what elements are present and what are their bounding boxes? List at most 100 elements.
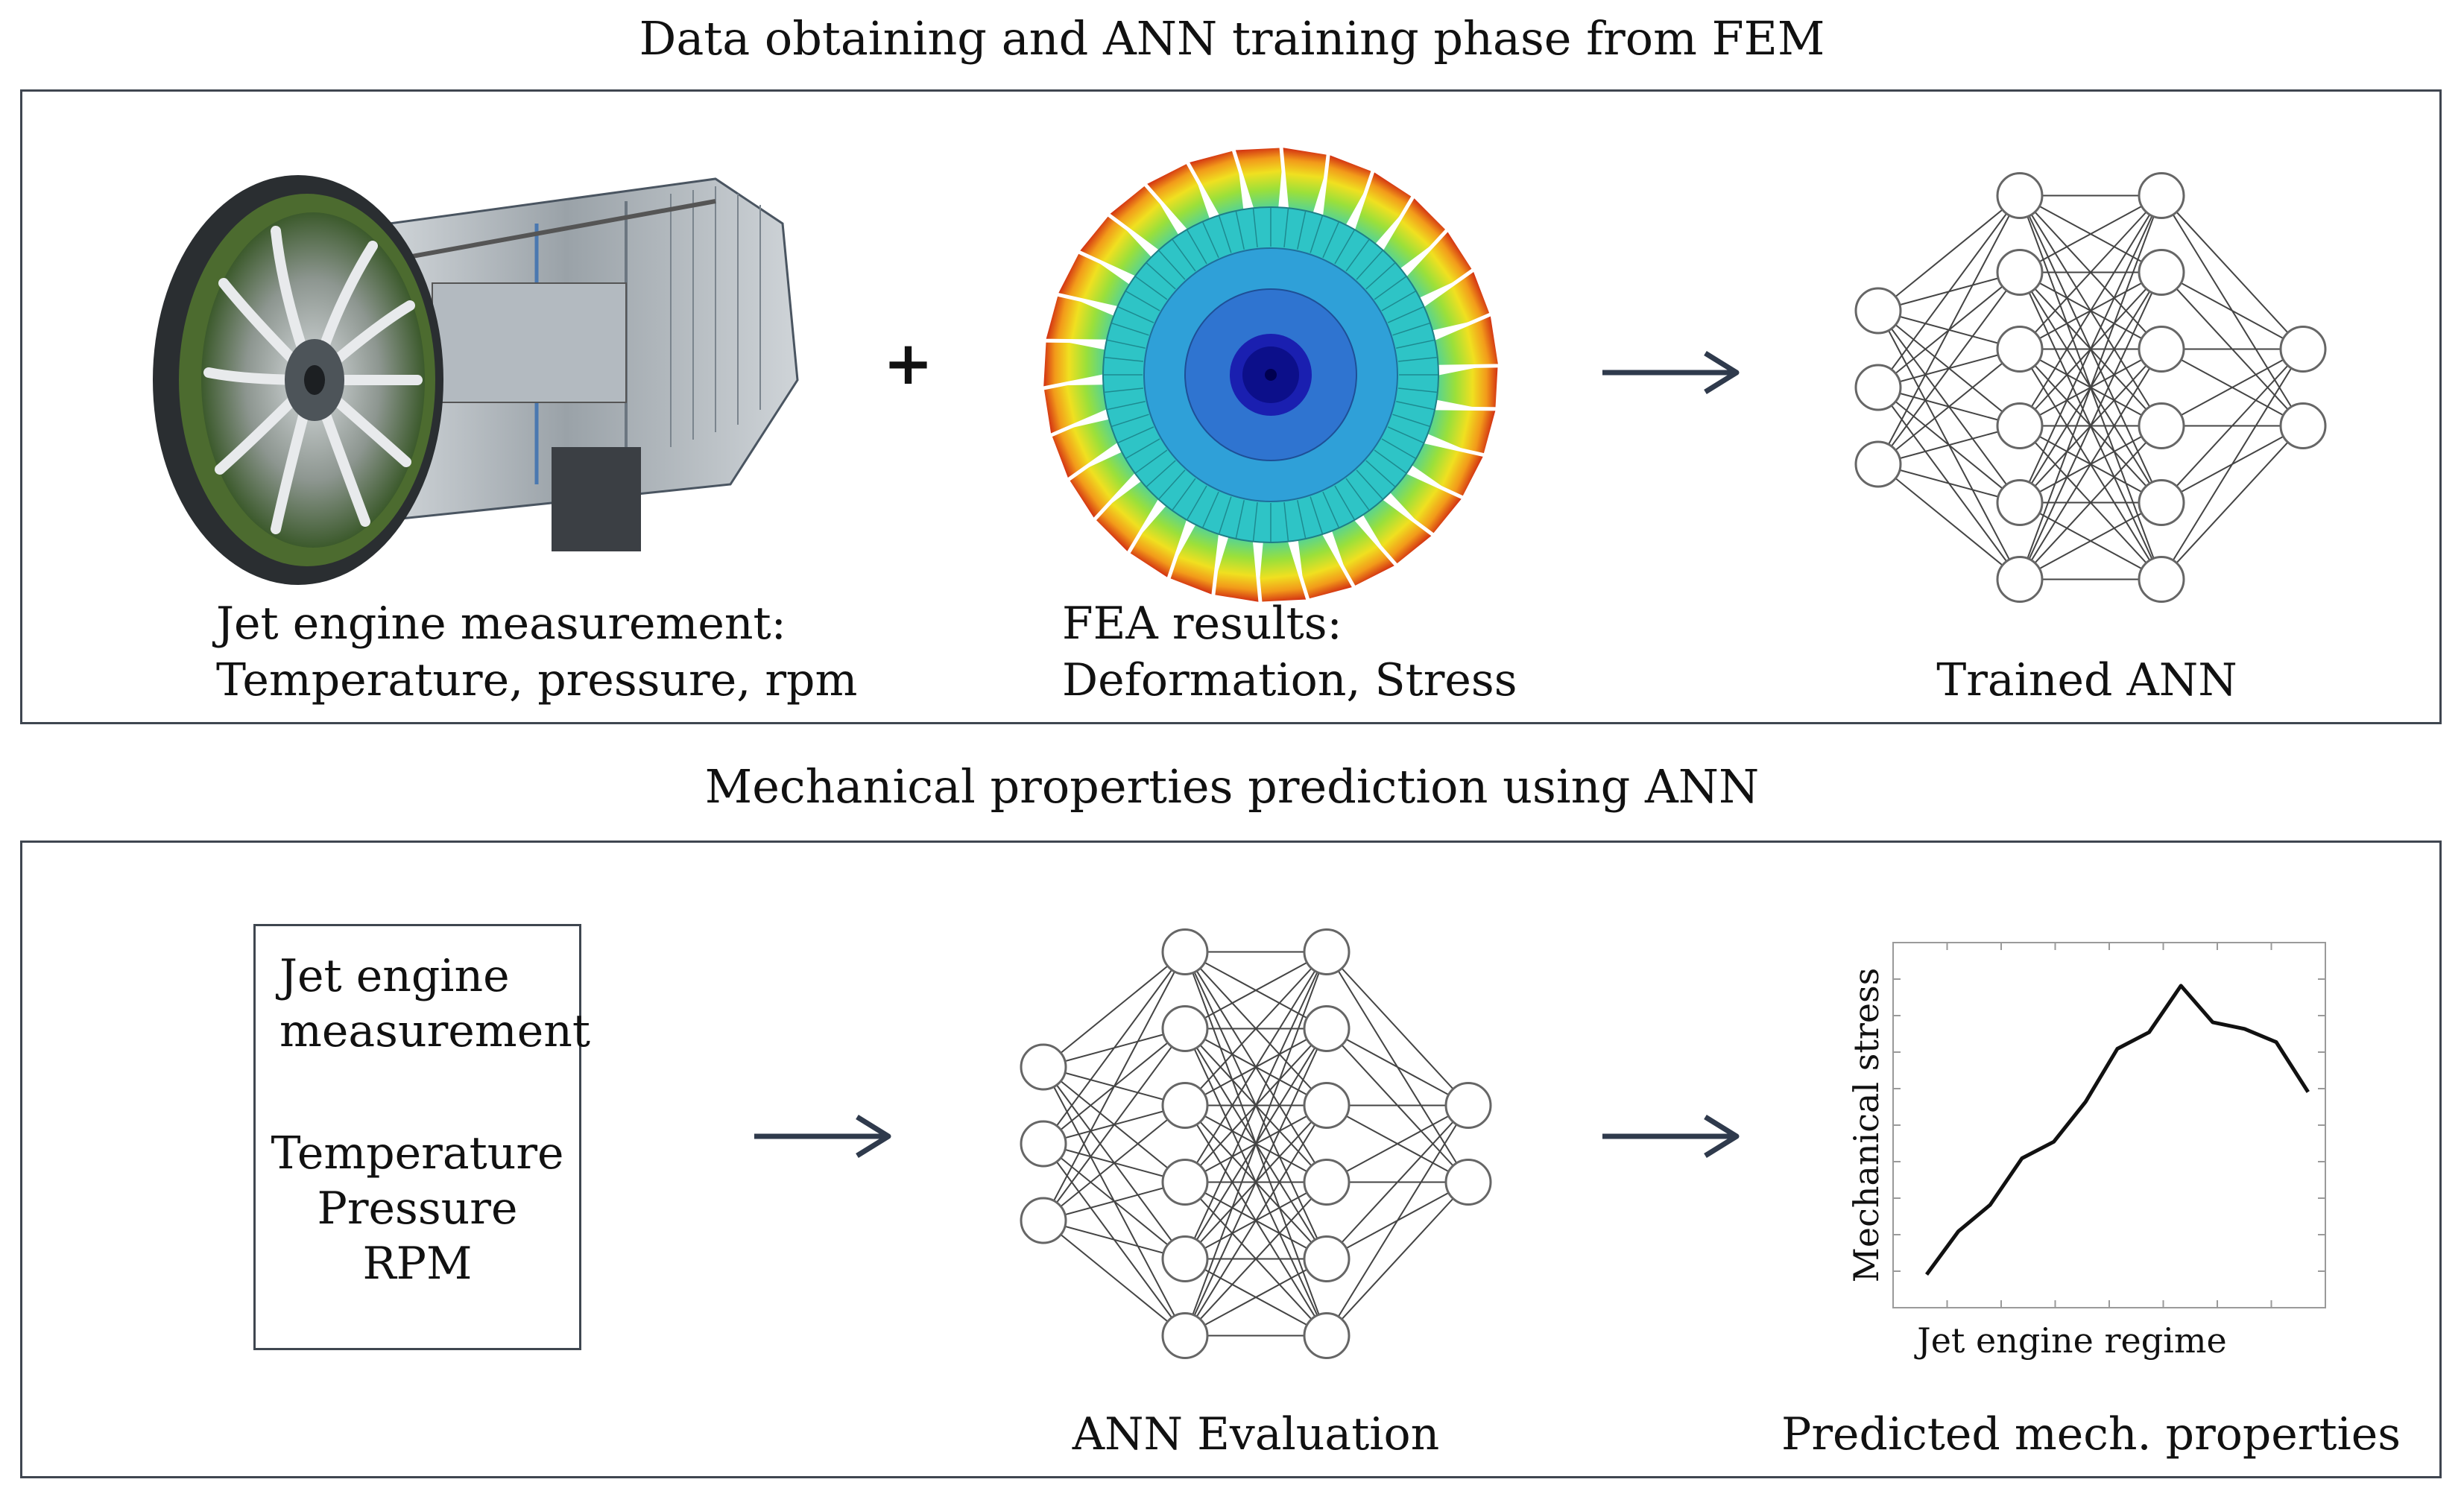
stress-line-chart: Jet engine regime Mechanical stress — [1846, 942, 2326, 1361]
ann-node — [1444, 1159, 1492, 1206]
arrow-right-icon — [1602, 351, 1740, 394]
fea-spoke — [1187, 485, 1207, 520]
trained-ann-diagram — [1854, 172, 2327, 603]
input-item-pressure: Pressure — [317, 1183, 518, 1235]
fea-spoke — [1345, 478, 1370, 510]
fea-spoke — [1356, 469, 1383, 499]
fea-caption-line2: Deformation, Stress — [1062, 654, 1517, 706]
ann-node — [1161, 1312, 1209, 1359]
fea-spoke — [1374, 449, 1406, 474]
ann-node — [1996, 249, 2044, 296]
fea-spoke — [1219, 215, 1232, 253]
fea-spoke — [1118, 426, 1154, 443]
fea-spoke — [1310, 215, 1323, 253]
trained-ann-caption: Trained ANN — [1936, 654, 2237, 706]
ann-node — [1996, 479, 2044, 526]
ann-edge — [1184, 1028, 1327, 1336]
ann-edge — [1877, 271, 2021, 465]
ann-edge — [1326, 1104, 1469, 1183]
prediction-phase-panel — [20, 841, 2442, 1478]
fea-spoke — [1252, 501, 1258, 541]
ann-node — [1854, 287, 1902, 335]
ann-edge — [1877, 348, 2021, 465]
fea-spoke — [1387, 306, 1424, 323]
plus-sign: + — [883, 329, 934, 398]
training-phase-panel — [20, 89, 2442, 724]
input-heading-line2: measurement — [279, 1005, 590, 1057]
ann-node — [2138, 479, 2185, 526]
ann-edge — [1326, 1181, 1469, 1337]
ann-edge — [1877, 194, 2021, 388]
fea-spoke — [1202, 222, 1219, 259]
fea-spoke — [1105, 356, 1144, 362]
ann-edge — [1184, 1104, 1327, 1337]
fea-stress-disc-image — [1039, 143, 1503, 607]
fea-spoke — [1396, 401, 1435, 411]
ann-edge — [2019, 194, 2162, 350]
ann-edge — [1043, 951, 1186, 1145]
fea-spoke — [1105, 387, 1144, 393]
chart-plot-area — [1892, 942, 2326, 1308]
ann-node — [1161, 1005, 1209, 1052]
fea-caption-line1: FEA results: — [1062, 598, 1342, 650]
ann-edge — [2019, 425, 2162, 580]
fea-spoke — [1283, 501, 1289, 541]
fea-spoke — [1322, 491, 1339, 528]
chart-y-axis-label: Mechanical stress — [1846, 968, 1886, 1283]
ann-connections — [1043, 951, 1469, 1337]
ann-edge — [1877, 463, 2021, 504]
fea-spoke — [1111, 414, 1149, 427]
ann-node — [1996, 326, 2044, 373]
arrow-right-icon — [1602, 1115, 1740, 1158]
ann-node — [1303, 1235, 1351, 1282]
fea-spoke — [1158, 469, 1186, 499]
fea-spoke — [1187, 229, 1207, 265]
evaluation-ann-diagram — [1020, 928, 1492, 1359]
fea-spoke — [1396, 339, 1435, 349]
ann-node — [1996, 172, 2044, 219]
ann-edge — [2161, 271, 2304, 350]
engine-caption-line1: Jet engine measurement: — [216, 598, 786, 650]
ann-edge — [1043, 1181, 1186, 1221]
ann-edge — [1184, 951, 1327, 1030]
fea-spoke — [1125, 291, 1160, 311]
fea-spoke — [1392, 323, 1430, 336]
ann-edge — [2019, 272, 2162, 580]
ann-edge — [1184, 951, 1327, 1183]
input-heading-line1: Jet engine — [279, 950, 510, 1002]
fea-spoke — [1381, 438, 1416, 459]
ann-edge — [1326, 1104, 1469, 1260]
fea-spoke — [1322, 222, 1339, 259]
fea-spoke — [1297, 500, 1307, 539]
stress-series-line — [1924, 984, 2310, 1276]
ann-edge — [1043, 1220, 1186, 1337]
fea-spoke — [1334, 485, 1355, 520]
predicted-properties-caption: Predicted mech. properties — [1781, 1408, 2401, 1460]
ann-node — [1303, 1159, 1351, 1206]
fea-spoke — [1310, 496, 1323, 534]
ann-node — [1303, 1082, 1351, 1129]
arrow-right-icon — [754, 1115, 891, 1158]
ann-node — [1161, 1082, 1209, 1129]
ann-edge — [1877, 425, 2021, 465]
ann-edge — [1184, 951, 1327, 1107]
ann-node — [2138, 249, 2185, 296]
prediction-phase-title: Mechanical properties prediction using A… — [704, 759, 1760, 814]
ann-node — [1854, 364, 1902, 411]
fea-spoke — [1252, 209, 1258, 248]
fea-spoke — [1158, 250, 1186, 280]
fea-spoke — [1219, 496, 1232, 534]
ann-edge — [2019, 195, 2162, 580]
fea-spoke — [1397, 387, 1437, 393]
ann-edge — [1043, 952, 1186, 1221]
ann-node — [2138, 556, 2185, 603]
ann-node — [1996, 556, 2044, 603]
ann-edge — [1877, 463, 2021, 580]
ann-edge — [1043, 1220, 1186, 1260]
chart-x-axis-label: Jet engine regime — [1914, 1320, 2226, 1361]
ann-node — [1303, 1312, 1351, 1359]
fea-blade — [1039, 333, 1115, 391]
fea-spoke — [1381, 291, 1416, 311]
ann-node — [1161, 1235, 1209, 1282]
ann-edge — [1184, 952, 1327, 1336]
